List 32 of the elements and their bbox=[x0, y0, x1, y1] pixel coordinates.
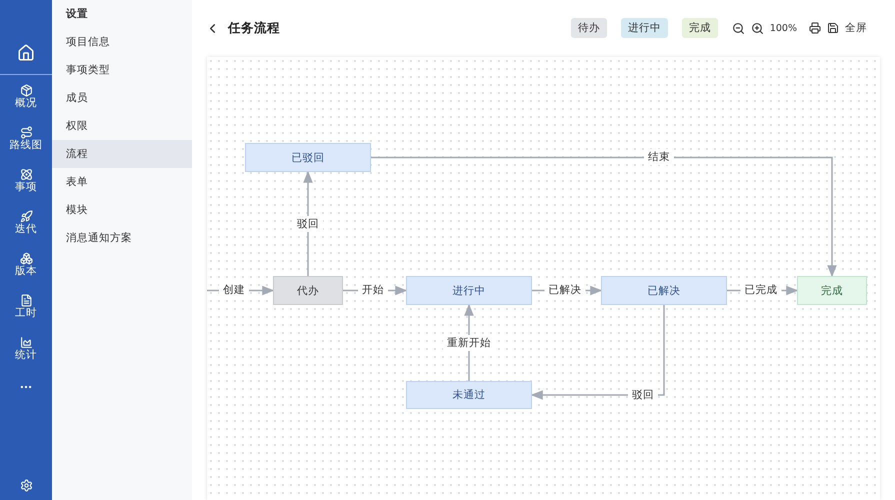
page-title: 任务流程 bbox=[228, 20, 280, 36]
status-chip: 进行中 bbox=[620, 18, 668, 38]
nav-label: 概况 bbox=[15, 97, 37, 110]
status-box: 未通过 bbox=[406, 381, 532, 409]
active-menu-item: 流程 bbox=[52, 140, 192, 168]
nav-label: 版本 bbox=[15, 265, 37, 278]
menu-item: 成员 bbox=[65, 91, 89, 106]
nav-label: 事项 bbox=[15, 181, 37, 194]
nav-label: 工时 bbox=[15, 307, 37, 320]
menu-item: 事项类型 bbox=[65, 63, 111, 78]
status-box: 已驳回 bbox=[245, 143, 371, 172]
edge-label: 结束 bbox=[644, 149, 674, 165]
zoom-level: 100% bbox=[770, 22, 797, 34]
menu-heading: 设置 bbox=[64, 7, 89, 22]
status-box: 完成 bbox=[797, 276, 867, 305]
status-chip: 完成 bbox=[682, 18, 718, 38]
edge-label: 重新开始 bbox=[443, 335, 495, 351]
status-chip: 待办 bbox=[570, 18, 607, 38]
status-box: 已解决 bbox=[601, 276, 727, 305]
nav-label: 路线图 bbox=[10, 139, 42, 152]
status-box: 代办 bbox=[273, 276, 343, 305]
menu-item: 模块 bbox=[65, 203, 89, 218]
menu-item: 表单 bbox=[65, 175, 89, 190]
nav-label: 统计 bbox=[15, 349, 37, 362]
menu-item: 权限 bbox=[65, 119, 89, 134]
status-box: 进行中 bbox=[406, 276, 532, 305]
edge-label: 驳回 bbox=[628, 387, 658, 403]
menu-item: 消息通知方案 bbox=[65, 231, 133, 246]
nav-label: 迭代 bbox=[15, 223, 37, 236]
fullscreen-label: 全屏 bbox=[845, 21, 867, 35]
menu-item: 项目信息 bbox=[65, 35, 111, 50]
connector-arrow bbox=[371, 156, 837, 278]
